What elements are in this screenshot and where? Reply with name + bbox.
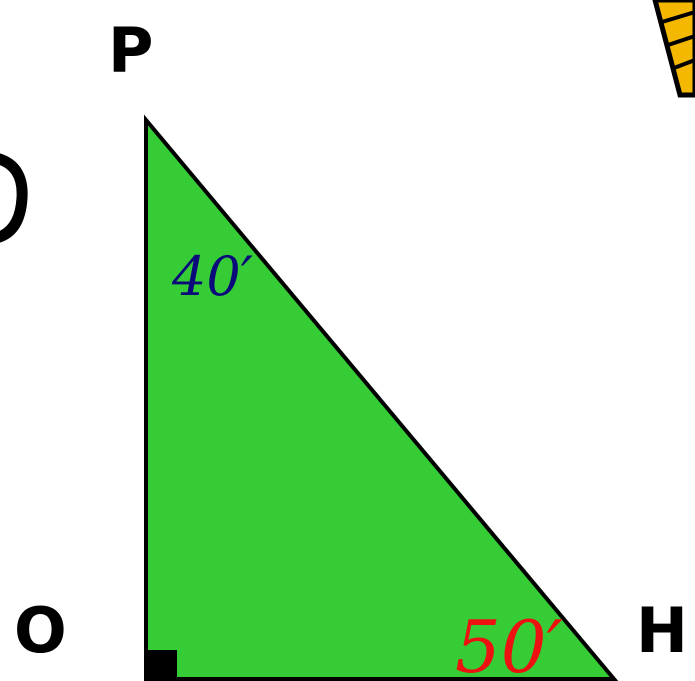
right-angle-marker: [146, 650, 177, 679]
triangle-POH: [144, 114, 619, 681]
vertex-label-P: P: [108, 14, 153, 87]
angle-label-H: 50′: [455, 605, 563, 681]
vertex-label-H: H: [636, 594, 688, 667]
vertex-label-O: O: [14, 594, 67, 667]
cropped-left-glyph: [0, 153, 28, 243]
corner-decoration: [652, 0, 695, 98]
angle-label-P: 40′: [171, 245, 253, 308]
